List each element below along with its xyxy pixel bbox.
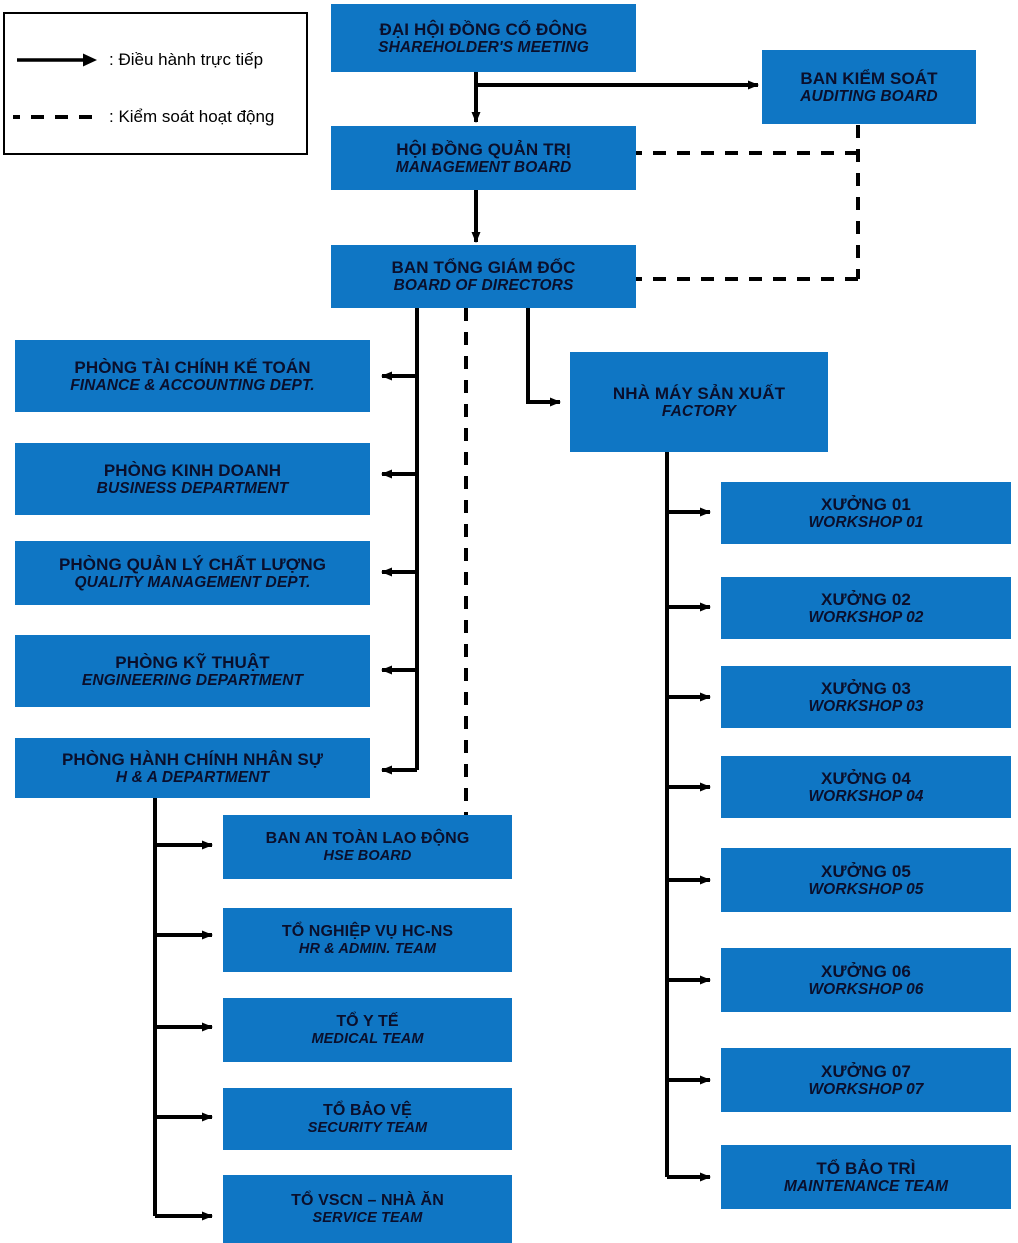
node-title-vi: XƯỞNG 06 (821, 961, 911, 981)
node-title-vi: TỔ NGHIỆP VỤ HC-NS (281, 922, 454, 940)
edge-hr-to-teams (153, 798, 213, 1221)
node-workshop-03[interactable]: XƯỞNG 03 WORKSHOP 03 (721, 666, 1011, 728)
legend-item-operational-control: : Kiểm soát hoạt động (5, 97, 306, 137)
node-title-vi: NHÀ MÁY SẢN XUẤT (612, 383, 786, 403)
node-title-en: MAINTENANCE TEAM (783, 1177, 949, 1195)
node-title-vi: XƯỞNG 05 (821, 861, 911, 881)
node-team-medical[interactable]: TỔ Y TẾ MEDICAL TEAM (223, 998, 512, 1062)
node-board-of-directors[interactable]: BAN TỔNG GIÁM ĐỐC BOARD OF DIRECTORS (331, 245, 636, 308)
node-workshop-06[interactable]: XƯỞNG 06 WORKSHOP 06 (721, 948, 1011, 1012)
node-title-en: HR & ADMIN. TEAM (298, 940, 437, 957)
node-title-vi: TỔ BẢO VỆ (323, 1101, 412, 1119)
node-title-vi: XƯỞNG 03 (821, 678, 911, 698)
node-title-vi: HỘI ĐỒNG QUẢN TRỊ (396, 139, 571, 159)
solid-arrow-icon (13, 50, 103, 70)
node-title-en: SHAREHOLDER'S MEETING (378, 38, 589, 56)
edge-directors-to-departments (381, 308, 419, 775)
node-title-vi: XƯỞNG 01 (821, 494, 911, 514)
node-factory[interactable]: NHÀ MÁY SẢN XUẤT FACTORY (570, 352, 828, 452)
node-maintenance-team[interactable]: TỔ BẢO TRÌ MAINTENANCE TEAM (721, 1145, 1011, 1209)
node-team-security[interactable]: TỔ BẢO VỆ SECURITY TEAM (223, 1088, 512, 1150)
node-title-en: MEDICAL TEAM (311, 1030, 424, 1047)
node-title-vi: PHÒNG TÀI CHÍNH KẾ TOÁN (74, 357, 311, 377)
node-title-en: MANAGEMENT BOARD (395, 158, 572, 176)
node-department-quality-management[interactable]: PHÒNG QUẢN LÝ CHẤT LƯỢNG QUALITY MANAGEM… (15, 541, 370, 605)
edge-auditing-control-dashed (636, 125, 860, 281)
node-title-vi: XƯỞNG 04 (821, 768, 911, 788)
edge-factory-to-workshops (665, 452, 711, 1182)
node-workshop-07[interactable]: XƯỞNG 07 WORKSHOP 07 (721, 1048, 1011, 1112)
edge-directors-to-factory (526, 308, 561, 407)
node-title-vi: ĐẠI HỘI ĐỒNG CỔ ĐÔNG (379, 19, 588, 39)
node-workshop-02[interactable]: XƯỞNG 02 WORKSHOP 02 (721, 577, 1011, 639)
legend-item-direct-management: : Điều hành trực tiếp (5, 40, 306, 80)
node-department-hr-admin[interactable]: PHÒNG HÀNH CHÍNH NHÂN SỰ H & A DEPARTMEN… (15, 738, 370, 798)
node-title-en: WORKSHOP 07 (808, 1080, 924, 1098)
node-title-en: WORKSHOP 05 (808, 880, 924, 898)
node-title-en: SECURITY TEAM (307, 1119, 428, 1136)
node-department-business[interactable]: PHÒNG KINH DOANH BUSINESS DEPARTMENT (15, 443, 370, 515)
node-title-vi: TỔ Y TẾ (336, 1012, 399, 1030)
node-title-vi: BAN TỔNG GIÁM ĐỐC (391, 258, 576, 278)
node-title-en: AUDITING BOARD (800, 87, 938, 105)
node-title-en: QUALITY MANAGEMENT DEPT. (74, 573, 311, 591)
node-title-vi: PHÒNG KINH DOANH (103, 460, 282, 480)
node-department-engineering[interactable]: PHÒNG KỸ THUẬT ENGINEERING DEPARTMENT (15, 635, 370, 707)
node-workshop-04[interactable]: XƯỞNG 04 WORKSHOP 04 (721, 756, 1011, 818)
node-title-vi: TỔ VSCN – NHÀ ĂN (291, 1191, 444, 1209)
node-shareholders-meeting[interactable]: ĐẠI HỘI ĐỒNG CỔ ĐÔNG SHAREHOLDER'S MEETI… (331, 4, 636, 72)
legend-label-direct-management: : Điều hành trực tiếp (109, 50, 264, 69)
node-management-board[interactable]: HỘI ĐỒNG QUẢN TRỊ MANAGEMENT BOARD (331, 126, 636, 190)
node-title-en: WORKSHOP 03 (808, 697, 924, 715)
node-title-vi: TỔ BẢO TRÌ (816, 1158, 916, 1178)
node-auditing-board[interactable]: BAN KIỂM SOÁT AUDITING BOARD (762, 50, 976, 124)
node-title-en: H & A DEPARTMENT (115, 768, 270, 786)
node-title-vi: PHÒNG HÀNH CHÍNH NHÂN SỰ (61, 749, 324, 769)
node-title-en: SERVICE TEAM (312, 1209, 423, 1226)
node-title-en: WORKSHOP 04 (808, 787, 924, 805)
node-title-vi: BAN AN TOÀN LAO ĐỘNG (265, 829, 470, 847)
node-workshop-05[interactable]: XƯỞNG 05 WORKSHOP 05 (721, 848, 1011, 912)
node-team-hse-board[interactable]: BAN AN TOÀN LAO ĐỘNG HSE BOARD (223, 815, 512, 879)
node-department-finance-accounting[interactable]: PHÒNG TÀI CHÍNH KẾ TOÁN FINANCE & ACCOUN… (15, 340, 370, 412)
node-title-en: WORKSHOP 01 (808, 513, 924, 531)
node-title-en: WORKSHOP 02 (808, 608, 924, 626)
node-title-vi: PHÒNG QUẢN LÝ CHẤT LƯỢNG (58, 554, 327, 574)
node-title-en: FACTORY (661, 402, 737, 420)
node-title-vi: XƯỞNG 07 (821, 1061, 911, 1081)
node-team-service[interactable]: TỔ VSCN – NHÀ ĂN SERVICE TEAM (223, 1175, 512, 1243)
node-team-hr-admin[interactable]: TỔ NGHIỆP VỤ HC-NS HR & ADMIN. TEAM (223, 908, 512, 972)
node-title-en: BUSINESS DEPARTMENT (96, 479, 289, 497)
node-title-en: HSE BOARD (323, 847, 412, 864)
node-title-en: ENGINEERING DEPARTMENT (81, 671, 304, 689)
node-title-vi: BAN KIỂM SOÁT (800, 68, 938, 88)
node-title-vi: XƯỞNG 02 (821, 589, 911, 609)
legend: : Điều hành trực tiếp : Kiểm soát hoạt đ… (3, 12, 308, 155)
node-title-en: WORKSHOP 06 (808, 980, 924, 998)
node-workshop-01[interactable]: XƯỞNG 01 WORKSHOP 01 (721, 482, 1011, 544)
node-title-vi: PHÒNG KỸ THUẬT (115, 652, 270, 672)
node-title-en: BOARD OF DIRECTORS (393, 277, 574, 295)
node-title-en: FINANCE & ACCOUNTING DEPT. (70, 376, 315, 394)
legend-label-operational-control: : Kiểm soát hoạt động (109, 107, 275, 126)
dashed-line-icon (7, 107, 103, 127)
